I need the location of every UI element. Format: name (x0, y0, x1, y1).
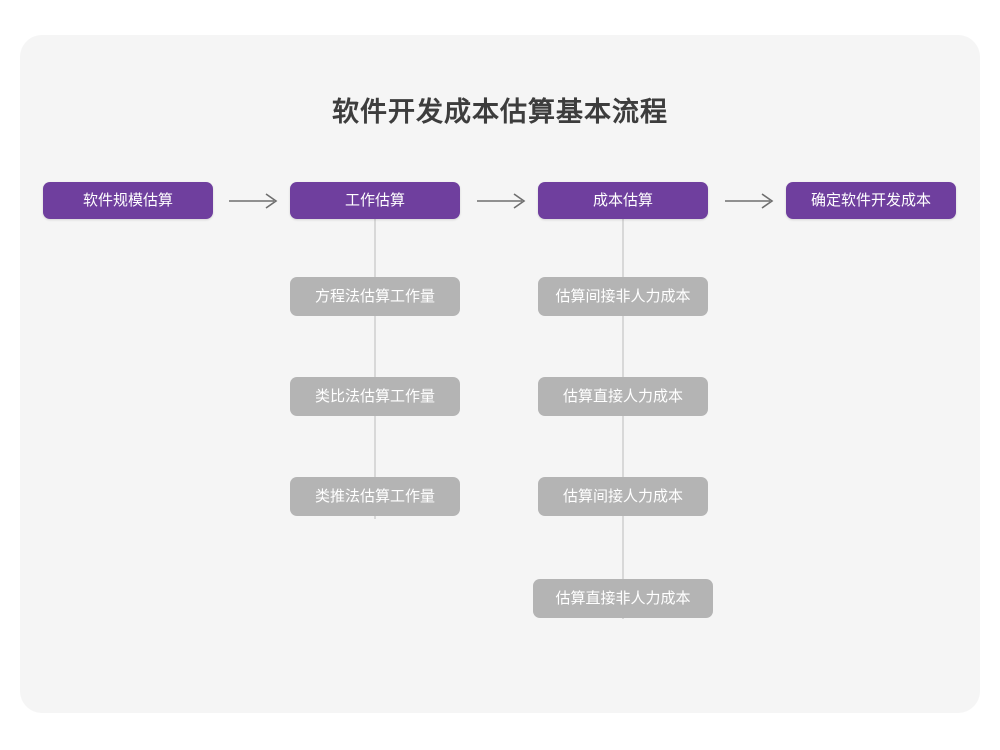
flow-subnode-stage-3-1[interactable]: 估算间接非人力成本 (538, 277, 708, 316)
flow-node-stage-2[interactable]: 工作估算 (290, 182, 460, 219)
connector-line-stage-3 (622, 219, 624, 619)
flow-subnode-stage-2-1[interactable]: 方程法估算工作量 (290, 277, 460, 316)
flow-subnode-stage-3-3[interactable]: 估算间接人力成本 (538, 477, 708, 516)
diagram-card (20, 35, 980, 713)
arrow-right-icon-1 (228, 189, 282, 213)
connector-line-stage-2 (374, 219, 376, 519)
flow-node-stage-3[interactable]: 成本估算 (538, 182, 708, 219)
flow-subnode-stage-2-3[interactable]: 类推法估算工作量 (290, 477, 460, 516)
page-title: 软件开发成本估算基本流程 (332, 97, 668, 127)
arrow-right-icon-2 (476, 189, 530, 213)
flow-subnode-stage-2-2[interactable]: 类比法估算工作量 (290, 377, 460, 416)
flow-node-stage-4[interactable]: 确定软件开发成本 (786, 182, 956, 219)
flow-node-stage-1[interactable]: 软件规模估算 (43, 182, 213, 219)
arrow-right-icon-3 (724, 189, 778, 213)
flow-subnode-stage-3-2[interactable]: 估算直接人力成本 (538, 377, 708, 416)
flow-subnode-stage-3-4[interactable]: 估算直接非人力成本 (533, 579, 713, 618)
